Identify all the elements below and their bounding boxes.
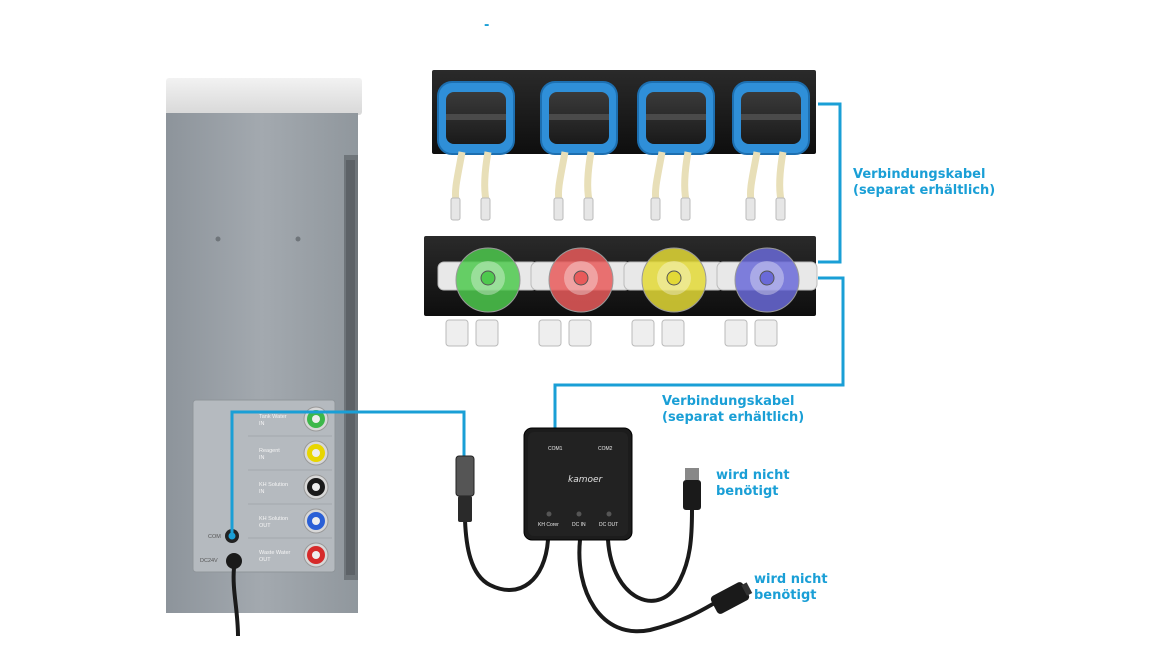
hub-dc-out-cable (606, 509, 694, 603)
port-label: IN (259, 455, 265, 461)
color-pump-head (716, 247, 818, 347)
analyzer-com-line (230, 410, 466, 536)
callout-pump-link: Verbindungskabel (separat erhältlich) (853, 167, 995, 199)
dc-plug-bottom[interactable] (709, 579, 754, 615)
color-pump-head (623, 247, 725, 347)
color-pump-head (530, 247, 632, 347)
callout-line: wird nicht (716, 468, 790, 483)
callout-line: Verbindungskabel (662, 394, 795, 409)
dosing-pump-bar-bottom (424, 236, 818, 347)
hub-brand-logo: kamoer (568, 475, 604, 485)
callout-hub-link: Verbindungskabel (separat erhältlich) (662, 394, 804, 426)
port-label: KH Solution (259, 516, 288, 522)
blue-pump-head (540, 81, 618, 221)
callout-line: wird nicht (754, 572, 828, 587)
callout-line: Verbindungskabel (853, 167, 986, 182)
dc-port-label: DC24V (200, 558, 218, 564)
callout-line: (separat erhältlich) (853, 183, 996, 198)
port-label: IN (259, 489, 265, 495)
dc-plug-top[interactable] (685, 468, 699, 480)
callout-dc-plug-bottom: wird nicht benötigt (754, 572, 828, 604)
hub-dc-in-cable (577, 539, 721, 634)
blue-pump-head (637, 81, 715, 221)
callout-dc-plug-top: wird nicht benötigt (716, 468, 790, 500)
top-mark: - (484, 18, 490, 33)
port-label: Waste Water (259, 550, 291, 556)
hub-com-cable (463, 519, 550, 592)
port-label: Tank Water (259, 414, 287, 420)
hub-com1-label: COM1 (548, 446, 563, 452)
power-cable (231, 567, 240, 637)
port-label: IN (259, 421, 265, 427)
aviation-connector[interactable] (455, 455, 475, 497)
callout-line: (separat erhältlich) (662, 410, 805, 425)
analyzer-port-panel (192, 399, 336, 573)
callout-line: benötigt (716, 484, 779, 499)
callout-lines (230, 102, 845, 536)
screw-icon (215, 236, 221, 242)
blue-pump-head (437, 81, 515, 221)
hub-link-line (553, 276, 845, 428)
hub-led (606, 511, 612, 517)
hub-led-label: KH Corer (538, 522, 559, 528)
dosing-pump-bar-top (432, 70, 816, 221)
pump-link-line (818, 102, 842, 264)
callout-line: benötigt (754, 588, 817, 603)
port-label: KH Solution (259, 482, 288, 488)
dc-power-port[interactable] (226, 553, 242, 569)
hub-led-label: DC IN (572, 522, 586, 528)
port-label: Reagent (259, 448, 280, 454)
screw-icon (295, 236, 301, 242)
analyzer-top-cap (166, 78, 362, 115)
color-pump-head (437, 247, 539, 347)
port-label: OUT (259, 557, 271, 563)
hub-led (576, 511, 582, 517)
port-label: OUT (259, 523, 271, 529)
blue-pump-head (732, 81, 810, 221)
hub-led-label: DC OUT (599, 522, 618, 528)
com-port-label: COM (208, 534, 221, 540)
hub-led (546, 511, 552, 517)
connection-hub: COM1 COM2 kamoer KH Corer DC IN DC OUT (455, 427, 754, 634)
hub-com2-label: COM2 (598, 446, 613, 452)
